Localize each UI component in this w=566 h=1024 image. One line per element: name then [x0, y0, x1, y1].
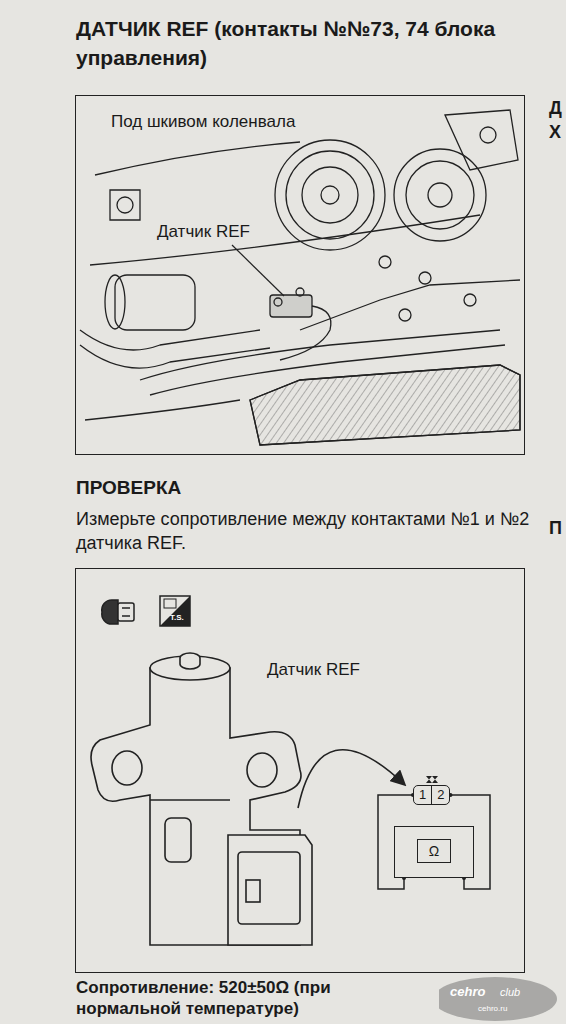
pointer-arrow — [298, 750, 404, 808]
page-title: ДАТЧИК REF (контакты №№73, 74 блока упра… — [75, 14, 539, 72]
figure-label: Под шкивом коленвала — [110, 112, 296, 132]
figure-label: Датчик REF — [266, 660, 361, 680]
section-heading: ПРОВЕРКА — [75, 477, 182, 499]
pin-number: 1 — [414, 786, 431, 804]
cut-letter: П — [549, 518, 562, 539]
figure-label: Датчик REF — [156, 222, 251, 242]
ohmmeter-symbol: Ω — [394, 826, 474, 878]
engine-drawing — [80, 110, 520, 445]
ohm-symbol: Ω — [429, 843, 439, 859]
watermark: club — [500, 986, 520, 998]
watermark-oval — [433, 977, 557, 1021]
instruction-text: Измерьте сопротивление между контактами … — [75, 507, 535, 555]
icon-text: T.S. — [170, 613, 184, 622]
leader-line — [232, 245, 284, 296]
cut-letter: Х — [549, 122, 561, 143]
figure-frame: Под шкивом коленвалаДатчик REF — [75, 95, 525, 455]
watermark: cehro.ru — [478, 1004, 507, 1013]
connector-symbol: 12 — [413, 785, 450, 805]
connector-icon — [102, 600, 134, 624]
figure-frame: Датчик REF 12Ω — [75, 568, 525, 973]
watermark: cehro — [450, 984, 485, 999]
lock-mark — [425, 775, 439, 784]
meter-face: Ω — [417, 839, 451, 863]
test-icon — [160, 596, 190, 626]
spec-value: Сопротивление: 520±50Ω (при нормальной т… — [75, 977, 439, 1019]
sensor-drawing — [91, 653, 312, 945]
pin-number: 2 — [431, 786, 449, 804]
cut-letter: Д — [549, 98, 562, 119]
